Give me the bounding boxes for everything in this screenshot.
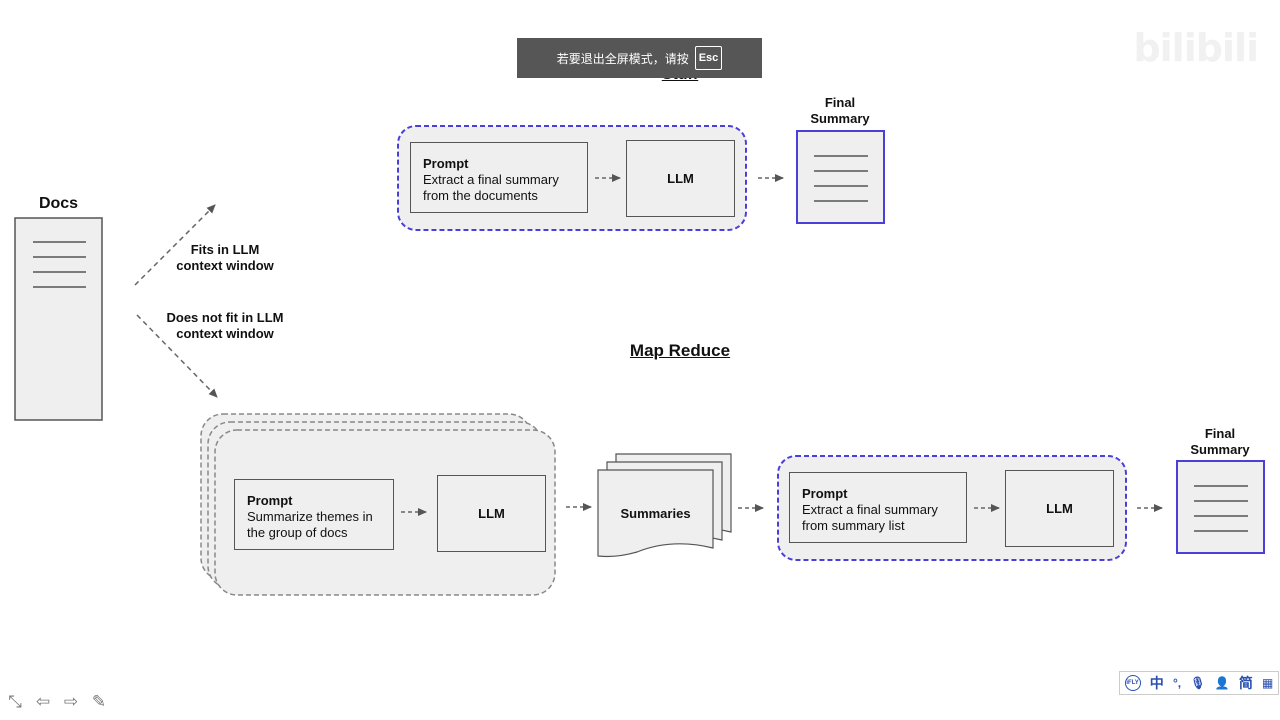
docs-document	[14, 217, 103, 421]
stuff-llm-box: LLM	[626, 140, 735, 217]
simplified-icon[interactable]: 简	[1238, 675, 1253, 691]
reduce-prompt-title: Prompt	[802, 486, 848, 501]
arrow-left-icon[interactable]: ⇦	[35, 692, 51, 711]
map-reduce-title: Map Reduce	[629, 341, 731, 360]
docs-label: Docs	[38, 195, 79, 212]
summaries-label: Summaries	[620, 506, 691, 521]
iflytek-icon[interactable]: iFLY	[1124, 675, 1141, 691]
stuff-final-summary-document	[796, 130, 885, 224]
mapreduce-final-summary-document	[1176, 460, 1265, 554]
user-icon[interactable]: 👤	[1214, 676, 1230, 690]
map-llm-box: LLM	[437, 475, 546, 552]
exit-fullscreen-icon[interactable]: ⤡	[8, 692, 22, 711]
esc-key[interactable]: Esc	[694, 46, 723, 70]
arrow-right-icon[interactable]: ⇨	[63, 692, 79, 711]
exit-fullscreen-toast: 若要退出全屏模式，请按 Esc	[517, 38, 762, 78]
ime-toolbar: iFLY 中 °, 🎙 👤 简 ▦	[1119, 671, 1279, 695]
pencil-icon[interactable]: ✎	[91, 692, 107, 711]
stuff-prompt-box: Prompt Extract a final summary from the …	[410, 142, 588, 213]
stuff-final-summary-label: Final Summary	[810, 95, 870, 126]
reduce-prompt-box: Prompt Extract a final summary from summ…	[789, 472, 967, 543]
stuff-prompt-text: Extract a final summary from the documen…	[423, 172, 559, 203]
arrow-not-fits	[136, 314, 218, 398]
bottom-toolbar: ⤡ ⇦ ⇨ ✎	[6, 692, 108, 712]
map-prompt-box: Prompt Summarize themes in the group of …	[234, 479, 394, 550]
mapreduce-final-summary-label: Final Summary	[1190, 426, 1250, 457]
punctuation-icon[interactable]: °,	[1172, 676, 1182, 690]
arrow-fits	[134, 204, 216, 286]
reduce-prompt-text: Extract a final summary from summary lis…	[802, 502, 938, 533]
map-prompt-title: Prompt	[247, 493, 293, 508]
branch-not-fits-label: Does not fit in LLM context window	[166, 310, 284, 341]
stuff-prompt-title: Prompt	[423, 156, 469, 171]
grid-icon[interactable]: ▦	[1262, 676, 1274, 690]
reduce-llm-box: LLM	[1005, 470, 1114, 547]
summaries-document-stack	[597, 453, 732, 558]
exit-fullscreen-text: 若要退出全屏模式，请按	[556, 51, 689, 66]
bilibili-watermark-logo: bilibili	[1133, 26, 1259, 70]
chinese-mode-icon[interactable]: 中	[1149, 675, 1164, 691]
branch-fits-label: Fits in LLM context window	[176, 242, 274, 273]
microphone-icon[interactable]: 🎙	[1190, 676, 1206, 690]
map-prompt-text: Summarize themes in the group of docs	[247, 509, 373, 540]
